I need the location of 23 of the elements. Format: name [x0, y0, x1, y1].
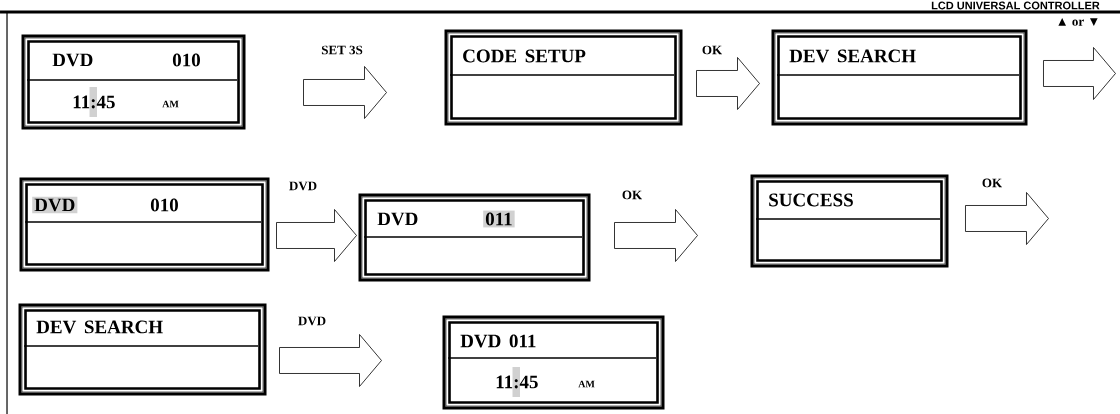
lcd-screen: DVD 010: [19, 177, 270, 272]
edge-label: OK: [700, 44, 724, 56]
block-arrow: [1043, 47, 1116, 100]
edge-label: OK: [980, 177, 1004, 189]
block-arrow: [696, 57, 760, 110]
block-arrow: [276, 209, 357, 262]
lcd-screen: DEV SEARCH: [18, 303, 267, 396]
block-arrow: [965, 192, 1049, 245]
edge-label: SET 3S: [320, 44, 364, 56]
block-arrow: [303, 66, 387, 119]
lcd-screen: DVD 011 11:45 AM: [442, 315, 665, 410]
edge-label: DVD: [287, 180, 319, 192]
edge-label: DVD: [296, 315, 328, 327]
lcd-screen: DEV SEARCH: [771, 29, 1028, 126]
lcd-screen: SUCCESS: [750, 174, 949, 268]
header-title: LCD UNIVERSAL CONTROLLER: [931, 1, 1100, 10]
lcd-screen: CODE SETUP: [444, 29, 683, 126]
lcd-screen: DVD 011: [358, 193, 591, 282]
edge-label: OK: [620, 189, 644, 201]
lcd-screen: DVD 010 11:45 AM: [21, 34, 246, 130]
edge-label: ▲ or ▼: [1054, 17, 1102, 27]
block-arrow: [614, 209, 698, 262]
block-arrow: [279, 334, 382, 387]
